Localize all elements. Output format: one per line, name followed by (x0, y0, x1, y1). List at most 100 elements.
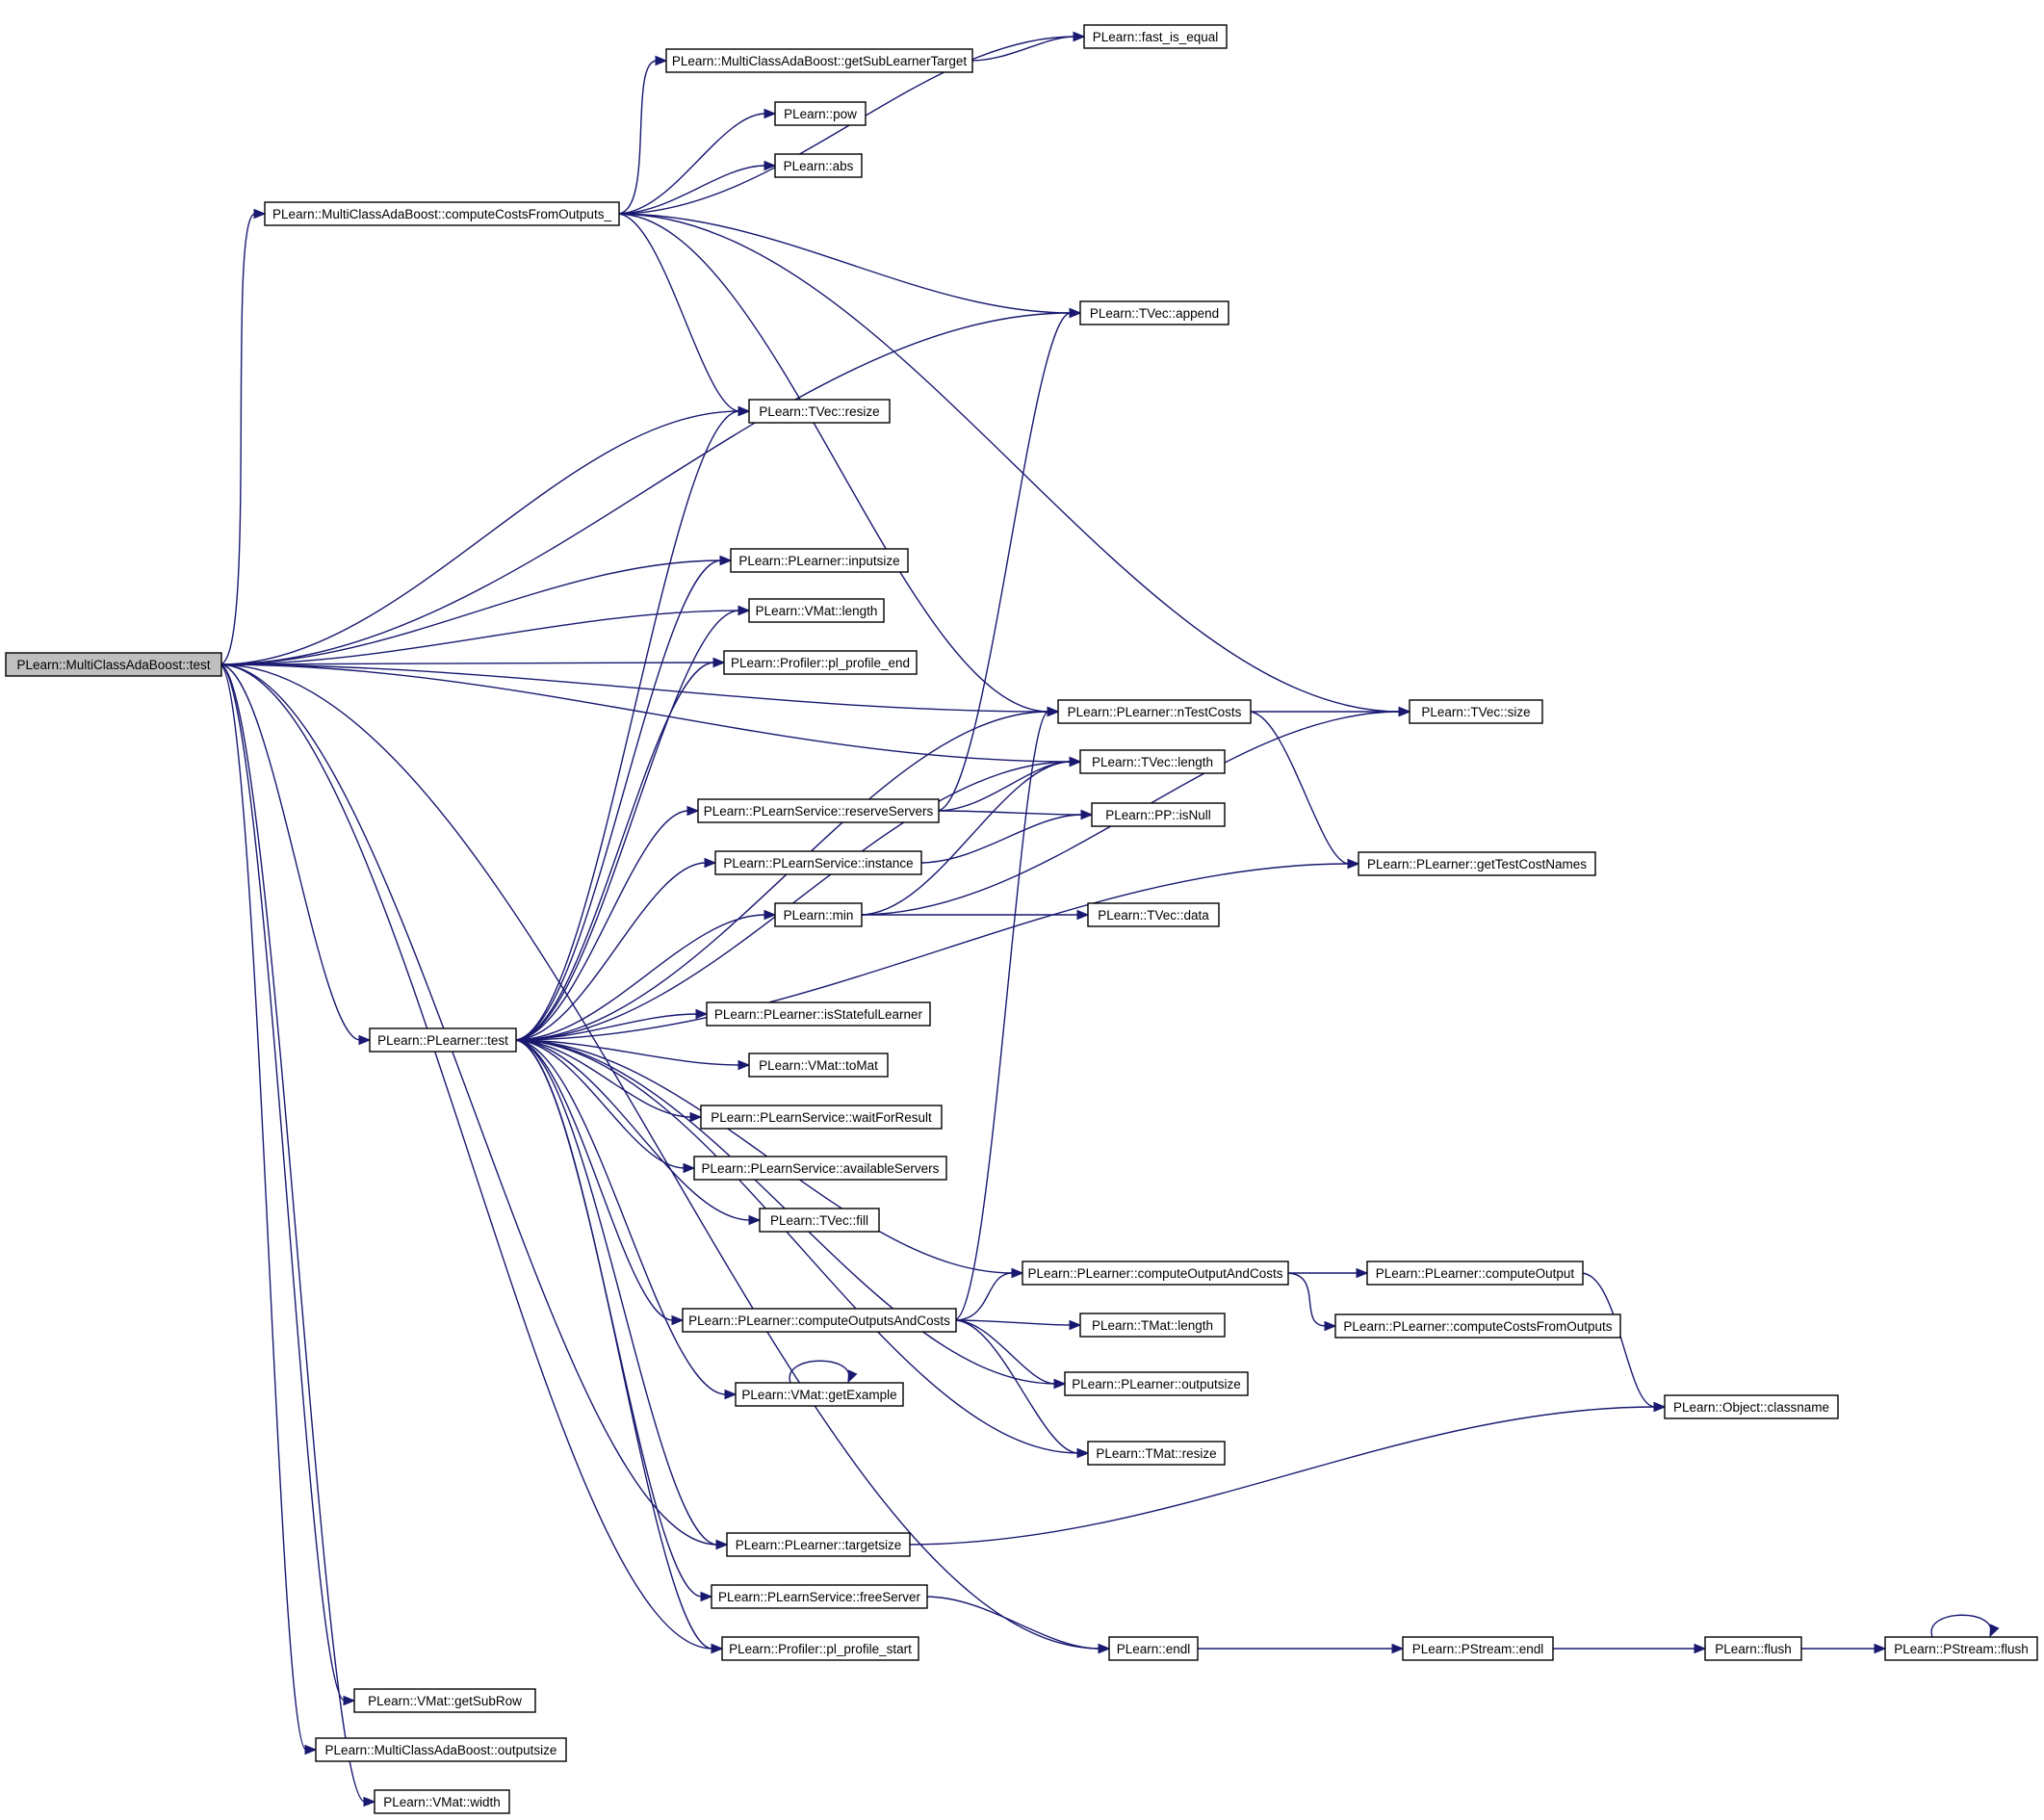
node-pstream-endl[interactable]: PLearn::PStream::endl (1402, 1636, 1554, 1661)
edge-line (219, 663, 366, 1803)
node-pl-coac[interactable]: PLearn::PLearner::computeOutputAndCosts (1022, 1261, 1289, 1286)
node-abs[interactable]: PLearn::abs (774, 153, 863, 178)
node-label: PLearn::endl (1117, 1642, 1191, 1656)
node-box (748, 598, 885, 623)
node-ps-avail[interactable]: PLearn::PLearnService::availableServers (693, 1156, 947, 1181)
node-tvec-append[interactable]: PLearn::TVec::append (1079, 300, 1229, 325)
edge-ps-reserve-to-pp-isnull (936, 809, 1094, 820)
arrowhead-icon (1076, 909, 1090, 921)
arrowhead-icon (686, 805, 700, 817)
node-obj-classname[interactable]: PLearn::Object::classname (1664, 1394, 1839, 1419)
edge-line (219, 663, 1100, 1650)
edge-line (513, 761, 1072, 1041)
edge-line (219, 663, 1072, 763)
edge-endl-to-pstream-endl (1196, 1643, 1405, 1654)
node-pl-co[interactable]: PLearn::PLearner::computeOutput (1366, 1261, 1584, 1286)
node-label: PLearn::PLearner::computeOutputAndCosts (1028, 1266, 1283, 1281)
node-fast-eq[interactable]: PLearn::fast_is_equal (1083, 24, 1228, 49)
node-label: PLearn::PLearnService::waitForResult (711, 1110, 932, 1125)
node-endl[interactable]: PLearn::endl (1108, 1636, 1199, 1661)
node-vmat-getsubrow[interactable]: PLearn::VMat::getSubRow (353, 1688, 536, 1713)
arrowhead-icon (253, 208, 267, 220)
edge-line (924, 1596, 1100, 1650)
node-pp-isnull[interactable]: PLearn::PP::isNull (1091, 802, 1226, 827)
node-vmat-tomat[interactable]: PLearn::VMat::toMat (748, 1053, 889, 1078)
edge-mc-test-to-pl-targetsize (219, 663, 729, 1550)
node-mc-gslt[interactable]: PLearn::MultiClassAdaBoost::getSubLearne… (665, 48, 973, 73)
edge-line (616, 213, 1072, 314)
node-vmat-width[interactable]: PLearn::VMat::width (374, 1789, 510, 1814)
arrowhead-icon (724, 1389, 737, 1400)
node-label: PLearn::PLearnService::availableServers (702, 1161, 940, 1176)
edge-line (513, 1039, 751, 1221)
edge-line (219, 663, 361, 1041)
node-label: PLearn::VMat::length (756, 604, 878, 618)
node-box (721, 1636, 919, 1661)
node-flush[interactable]: PLearn::flush (1704, 1636, 1802, 1661)
node-vmat-getex[interactable]: PLearn::VMat::getExample (735, 1382, 904, 1407)
node-layer: PLearn::MultiClassAdaBoost::testPLearn::… (5, 24, 2038, 1814)
arrowhead-icon (1347, 858, 1360, 870)
node-mc-ccfo[interactable]: PLearn::MultiClassAdaBoost::computeCosts… (264, 201, 620, 226)
node-label: PLearn::Profiler::pl_profile_end (731, 656, 910, 670)
arrowhead-icon (1324, 1320, 1337, 1332)
node-tvec-size[interactable]: PLearn::TVec::size (1409, 699, 1543, 724)
node-pow[interactable]: PLearn::pow (774, 101, 867, 126)
node-label: PLearn::TMat::resize (1096, 1446, 1216, 1461)
edge-line (219, 663, 346, 1702)
node-label: PLearn::PLearner::computeOutput (1376, 1266, 1575, 1281)
node-pl-ntestcosts[interactable]: PLearn::PLearner::nTestCosts (1057, 699, 1252, 724)
edge-mc-ccfo-to-mc-gslt (616, 55, 668, 215)
edge-layer (219, 31, 2000, 1807)
edge-line (616, 213, 1049, 713)
node-tmat-length[interactable]: PLearn::TMat::length (1079, 1313, 1226, 1338)
node-tvec-length[interactable]: PLearn::TVec::length (1079, 749, 1226, 774)
edge-pl-ntestcosts-to-pl-gettcn (1248, 711, 1360, 870)
node-box (1664, 1394, 1839, 1419)
node-pl-cosac[interactable]: PLearn::PLearner::computeOutputsAndCosts (682, 1308, 957, 1333)
node-box (700, 1105, 943, 1130)
node-pl-gettcn[interactable]: PLearn::PLearner::getTestCostNames (1358, 851, 1596, 876)
node-pl-test[interactable]: PLearn::PLearner::test (369, 1027, 517, 1053)
node-tvec-resize[interactable]: PLearn::TVec::resize (748, 399, 891, 424)
node-box (1884, 1636, 2038, 1661)
node-tvec-fill[interactable]: PLearn::TVec::fill (759, 1208, 880, 1233)
node-prof-end[interactable]: PLearn::Profiler::pl_profile_end (723, 650, 918, 675)
node-pl-ccfo[interactable]: PLearn::PLearner::computeCostsFromOutput… (1334, 1313, 1621, 1339)
node-mc-outputsize[interactable]: PLearn::MultiClassAdaBoost::outputsize (315, 1737, 567, 1762)
node-tmat-resize[interactable]: PLearn::TMat::resize (1087, 1441, 1226, 1466)
node-box (665, 48, 973, 73)
node-box (748, 399, 891, 424)
node-label: PLearn::Object::classname (1673, 1400, 1829, 1415)
edge-line (219, 663, 307, 1751)
node-label: PLearn::PLearner::computeCostsFromOutput… (1343, 1319, 1612, 1334)
arrowhead-icon (1694, 1643, 1707, 1654)
node-prof-start[interactable]: PLearn::Profiler::pl_profile_start (721, 1636, 919, 1661)
node-pstream-flush[interactable]: PLearn::PStream::flush (1884, 1636, 2038, 1661)
arrowhead-icon (847, 1369, 858, 1384)
node-pl-inputsize[interactable]: PLearn::PLearner::inputsize (730, 548, 909, 573)
arrowhead-icon (763, 108, 777, 119)
node-pl-outputsize[interactable]: PLearn::PLearner::outputsize (1064, 1371, 1249, 1396)
node-label: PLearn::MultiClassAdaBoost::computeCosts… (272, 207, 611, 221)
edge-line (513, 662, 715, 1041)
node-tvec-data[interactable]: PLearn::TVec::data (1087, 902, 1220, 927)
node-ps-free[interactable]: PLearn::PLearnService::freeServer (711, 1584, 928, 1609)
node-ps-instance[interactable]: PLearn::PLearnService::instance (714, 850, 922, 875)
node-label: PLearn::PLearner::test (377, 1033, 508, 1048)
node-label: PLearn::PLearnService::reserveServers (704, 804, 934, 819)
edge-line (513, 1039, 740, 1066)
node-box (1079, 300, 1229, 325)
edge-ps-reserve-to-tvec-length (936, 756, 1082, 812)
node-ps-wait[interactable]: PLearn::PLearnService::waitForResult (700, 1105, 943, 1130)
node-pl-isstateful[interactable]: PLearn::PLearner::isStatefulLearner (706, 1001, 931, 1027)
node-ps-reserve[interactable]: PLearn::PLearnService::reserveServers (697, 798, 940, 823)
node-mc-test[interactable]: PLearn::MultiClassAdaBoost::test (5, 652, 222, 677)
node-vmat-length[interactable]: PLearn::VMat::length (748, 598, 885, 623)
node-label: PLearn::pow (784, 107, 857, 121)
node-pl-targetsize[interactable]: PLearn::PLearner::targetsize (726, 1532, 911, 1557)
node-label: PLearn::VMat::width (383, 1795, 501, 1809)
node-label: PLearn::Profiler::pl_profile_start (729, 1642, 912, 1656)
node-min[interactable]: PLearn::min (774, 902, 863, 927)
arrowhead-icon (1069, 756, 1082, 767)
